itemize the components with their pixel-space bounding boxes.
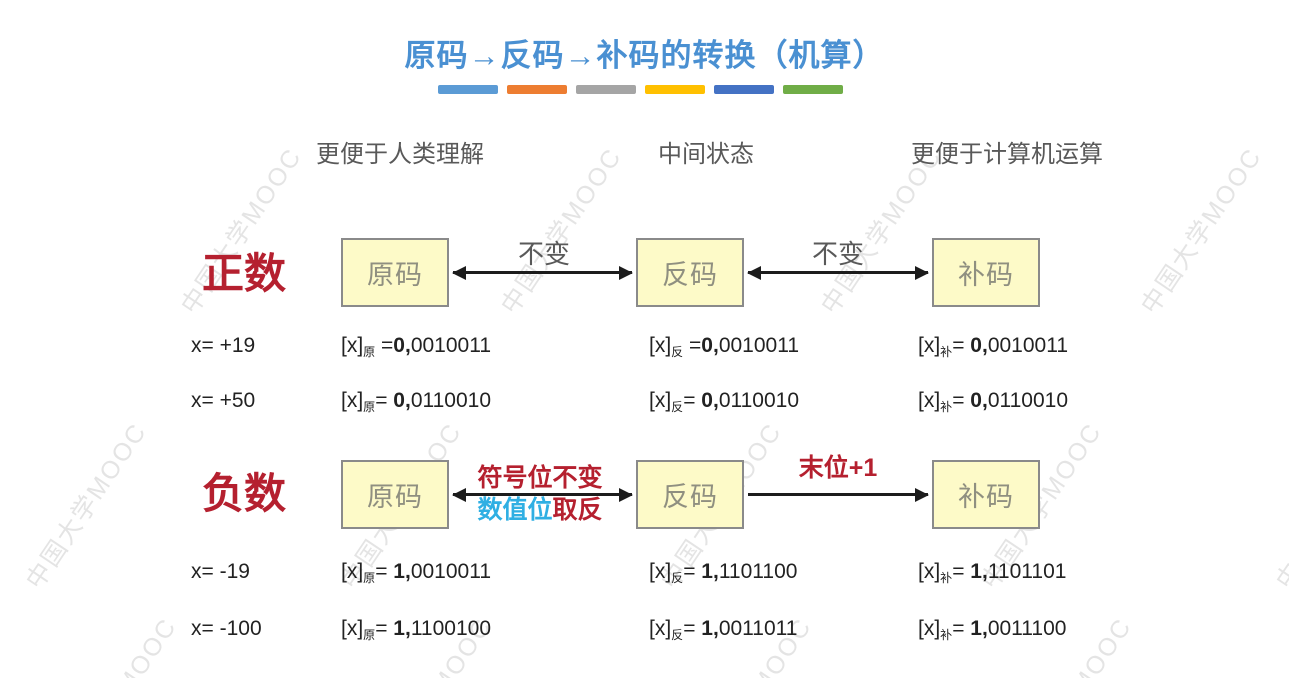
arrow-label-valuebits-invert: 数值位取反: [477, 496, 603, 525]
box-negative-buma: 补码: [932, 460, 1040, 529]
arrow-negative-fan-bu: [748, 487, 929, 502]
arrow-label-signbit-unchanged: 符号位不变: [477, 464, 603, 492]
column-header-human: 更便于人类理解: [316, 141, 484, 168]
x-value: x= -19: [191, 560, 250, 583]
value-row-minus19: x= -19 [x]原= 1,0010011 [x]反= 1,1101100 […: [0, 560, 1289, 590]
arrow-label-unchanged-2: 不变: [811, 239, 865, 269]
invert-text: 取反: [552, 496, 603, 524]
code-fan: [x]反 =0,0010011: [649, 334, 800, 359]
arrow-positive-fan-bu: [747, 265, 929, 280]
box-positive-fanma: 反码: [636, 238, 744, 307]
accent-bar: [576, 85, 636, 94]
code-yuan: [x]原 =0,0010011: [341, 334, 492, 359]
box-negative-yuanma: 原码: [341, 460, 449, 529]
valuebits-text: 数值位: [477, 496, 553, 524]
code-bu: [x]补= 1,1101101: [918, 560, 1067, 585]
arrow-label-unchanged-1: 不变: [517, 239, 571, 269]
box-label: 反码: [662, 260, 718, 290]
box-label: 原码: [367, 482, 423, 512]
x-value: x= +50: [191, 389, 256, 412]
box-label: 反码: [662, 482, 718, 512]
value-row-minus100: x= -100 [x]原= 1,1100100 [x]反= 1,0011011 …: [0, 617, 1289, 647]
arrow-label-lastbit-plus1: 末位+1: [798, 454, 878, 482]
code-yuan: [x]原= 0,0110010: [341, 389, 492, 414]
box-negative-fanma: 反码: [636, 460, 744, 529]
accent-bar: [438, 85, 498, 94]
code-fan: [x]反= 1,1101100: [649, 560, 798, 585]
watermark: 中国大学MOOC: [1135, 142, 1268, 320]
value-row-plus50: x= +50 [x]原= 0,0110010 [x]反= 0,0110010 […: [0, 389, 1289, 419]
page-title: 原码→反码→补码的转换（机算）: [404, 38, 885, 73]
x-value: x= +19: [191, 334, 256, 357]
accent-bar: [645, 85, 705, 94]
code-bu: [x]补= 1,0011100: [918, 617, 1067, 642]
accent-bar: [714, 85, 774, 94]
section-label-negative: 负数: [202, 470, 287, 517]
box-positive-buma: 补码: [932, 238, 1040, 307]
code-fan: [x]反= 0,0110010: [649, 389, 800, 414]
code-yuan: [x]原= 1,1100100: [341, 617, 492, 642]
box-label: 原码: [367, 260, 423, 290]
accent-bar: [507, 85, 567, 94]
column-header-middle: 中间状态: [658, 141, 754, 168]
box-label: 补码: [958, 482, 1014, 512]
code-yuan: [x]原= 1,0010011: [341, 560, 492, 585]
code-fan: [x]反= 1,0011011: [649, 617, 798, 642]
value-row-plus19: x= +19 [x]原 =0,0010011 [x]反 =0,0010011 […: [0, 334, 1289, 364]
arrow-negative-yuan-fan: [452, 487, 633, 502]
watermark: 中国大学MOOC: [495, 142, 628, 320]
box-positive-yuanma: 原码: [341, 238, 449, 307]
title-accent-bars: [438, 85, 843, 94]
x-value: x= -100: [191, 617, 262, 640]
section-label-positive: 正数: [202, 250, 287, 297]
code-bu: [x]补= 0,0010011: [918, 334, 1069, 359]
code-bu: [x]补= 0,0110010: [918, 389, 1069, 414]
column-header-computer: 更便于计算机运算: [911, 141, 1103, 168]
accent-bar: [783, 85, 843, 94]
arrow-positive-yuan-fan: [452, 265, 633, 280]
box-label: 补码: [958, 260, 1014, 290]
